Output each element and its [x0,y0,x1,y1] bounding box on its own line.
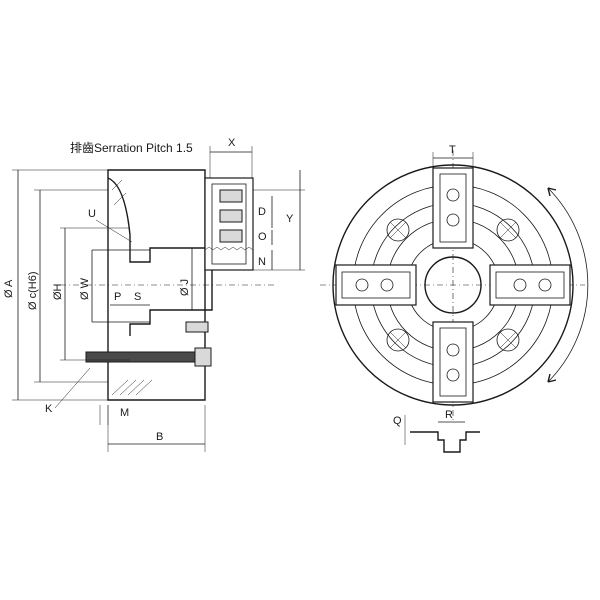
angle-arrows [547,187,557,383]
leader-U [95,219,133,243]
label-K: K [45,403,53,415]
jaw-left [335,264,417,306]
section-hatch [111,179,153,396]
front-view: T Q R [320,144,589,453]
label-C: Ø c(H6) [27,272,39,311]
label-H: ØH [52,283,64,300]
chuck-front-shoulder [107,177,131,250]
plug [185,321,209,333]
jaw-bolt-1 [219,189,243,203]
jaw-inner [211,183,247,265]
serration-teeth [204,246,254,251]
jaw-bolt-2 [219,209,243,223]
serration-detail [410,431,480,453]
serration-title: 排齒Serration Pitch 1.5 [70,141,193,155]
chuck-body-outline [107,169,206,401]
leader-K [54,367,91,409]
label-P: P [114,291,121,303]
label-R: R [445,409,453,421]
label-O: O [258,231,267,243]
label-S: S [134,291,141,303]
label-A: Ø A [3,279,15,298]
jaw-right [489,264,571,306]
jaw-bolt-3 [219,229,243,243]
label-D: D [258,206,266,218]
jaw-bottom [432,321,474,403]
rear-step [129,247,213,336]
label-B: B [156,431,163,443]
label-N: N [258,256,266,268]
label-Y: Y [286,213,294,225]
draw-screw [85,351,212,363]
label-Q: Q [393,415,402,427]
mounting-holes [386,218,520,352]
draw-screw-head [194,347,212,367]
label-X: X [228,137,236,149]
inner-bore [92,249,150,323]
label-W: Ø W [79,277,91,300]
side-section-view: Ø A Ø c(H6) ØH Ø W Ø J U P S K M [3,137,305,452]
angle-arc [547,187,589,383]
label-T: T [449,144,456,156]
jaw-top [432,167,474,249]
label-M: M [120,407,129,419]
label-U: U [88,208,96,220]
label-J: Ø J [179,279,191,296]
